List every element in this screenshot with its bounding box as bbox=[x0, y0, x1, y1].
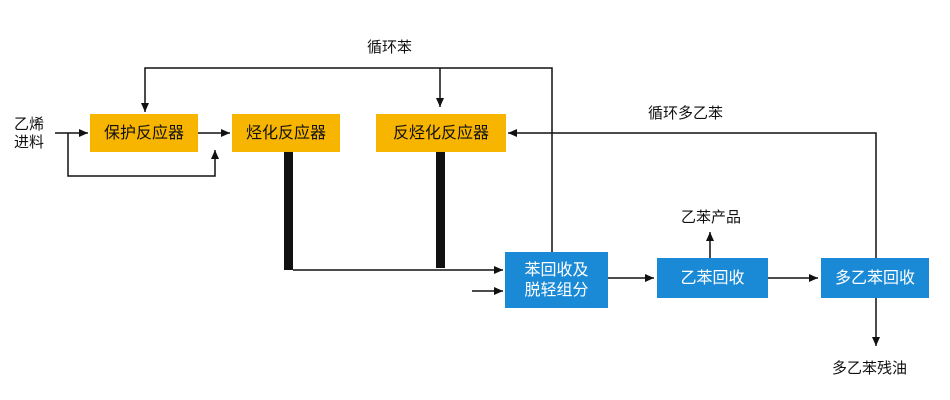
polyethylbenzene-recovery-label: 多乙苯回收 bbox=[834, 268, 915, 287]
guard-reactor-label: 保护反应器 bbox=[103, 123, 184, 142]
ethylene-feed-label: 乙烯 进料 bbox=[14, 115, 45, 151]
guard-loop-line bbox=[67, 133, 219, 177]
transalkylation-reactor-box: 反烃化反应器 bbox=[376, 114, 506, 152]
ethylbenzene-recovery-box: 乙苯回收 bbox=[657, 258, 768, 298]
ethylbenzene-product-label: 乙苯产品 bbox=[681, 208, 742, 226]
ethylbenzene-recovery-label: 乙苯回收 bbox=[680, 268, 745, 287]
transalkylation-reactor-label: 反烃化反应器 bbox=[392, 123, 489, 142]
benzene-recovery-box: 苯回收及 脱轻组分 bbox=[505, 252, 608, 308]
transalkylation-outlet-pipe bbox=[436, 152, 445, 268]
recycle-benzene-label: 循环苯 bbox=[367, 38, 413, 56]
polyethylbenzene-residue-label: 多乙苯残油 bbox=[832, 359, 908, 377]
recycle-benzene-line bbox=[141, 67, 553, 252]
alkylation-outlet-pipe bbox=[284, 152, 293, 270]
alkylation-reactor-label: 烃化反应器 bbox=[245, 123, 326, 142]
recycle-polyethylbenzene-label: 循环多乙苯 bbox=[648, 104, 724, 122]
polyethylbenzene-recovery-box: 多乙苯回收 bbox=[821, 258, 929, 298]
recycle-polyethylbenzene-line bbox=[508, 129, 877, 258]
alkylation-reactor-box: 烃化反应器 bbox=[232, 114, 340, 152]
benzene-recovery-label: 苯回收及 脱轻组分 bbox=[524, 260, 589, 299]
guard-reactor-box: 保护反应器 bbox=[90, 114, 198, 152]
